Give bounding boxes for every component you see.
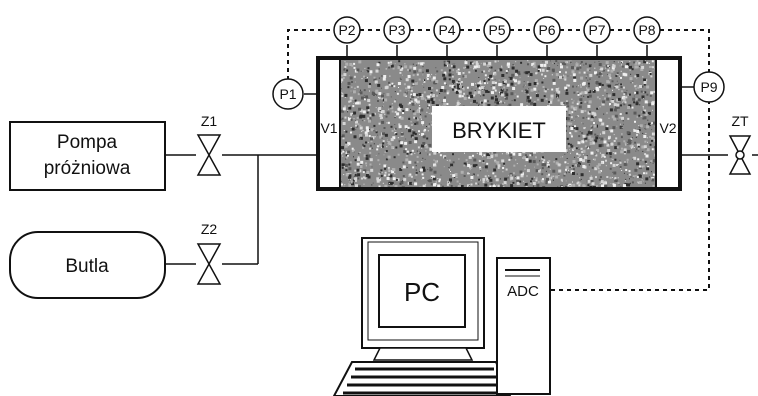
sensor-p4-label: P4 xyxy=(438,22,455,38)
gas-bottle-label: Butla xyxy=(65,256,109,277)
sensor-p2-label: P2 xyxy=(338,22,355,38)
piping xyxy=(165,154,758,265)
valve-zt: ZT xyxy=(728,113,752,175)
signal-lines xyxy=(287,29,710,291)
pc-keyboard xyxy=(332,361,512,396)
adc-label: ADC xyxy=(507,283,539,300)
briquette-chamber: BRYKIET V1 V2 xyxy=(316,56,682,191)
sensor-p9-label: P9 xyxy=(700,79,717,95)
valve-z2: Z2 xyxy=(196,221,222,285)
vacuum-pump: Pompa próżniowa xyxy=(9,121,166,191)
pc-tower: ADC xyxy=(496,257,551,395)
pc-monitor: PC xyxy=(361,237,485,361)
sensor-p1-label: P1 xyxy=(279,86,296,102)
pressure-sensor-p5: P5 xyxy=(483,16,511,58)
pressure-sensor-p7: P7 xyxy=(583,16,611,58)
pressure-sensor-p8: P8 xyxy=(633,16,661,58)
briquette-label: BRYKIET xyxy=(452,118,546,143)
inlet-v1-label: V1 xyxy=(320,120,337,136)
valve-zt-label: ZT xyxy=(731,113,749,129)
sensor-p3-label: P3 xyxy=(388,22,405,38)
pressure-sensor-p1: P1 xyxy=(272,78,318,110)
valve-z2-label: Z2 xyxy=(201,221,218,237)
pressure-sensor-p9: P9 xyxy=(680,71,725,103)
sensor-p7-label: P7 xyxy=(588,22,605,38)
vacuum-pump-label-line2: próżniowa xyxy=(44,158,131,179)
valve-z1-label: Z1 xyxy=(201,113,218,129)
pc-screen-label: PC xyxy=(404,277,440,307)
pressure-sensor-p3: P3 xyxy=(383,16,411,58)
pressure-sensor-p4: P4 xyxy=(433,16,461,58)
outlet-v2-label: V2 xyxy=(659,120,676,136)
sensor-p5-label: P5 xyxy=(488,22,505,38)
sensor-p6-label: P6 xyxy=(538,22,555,38)
pressure-sensor-p6: P6 xyxy=(533,16,561,58)
vacuum-pump-label-line1: Pompa xyxy=(57,132,118,153)
sensor-p8-label: P8 xyxy=(638,22,655,38)
gas-bottle: Butla xyxy=(9,231,166,299)
valve-z1: Z1 xyxy=(196,113,222,176)
pressure-sensor-p2: P2 xyxy=(333,16,361,58)
